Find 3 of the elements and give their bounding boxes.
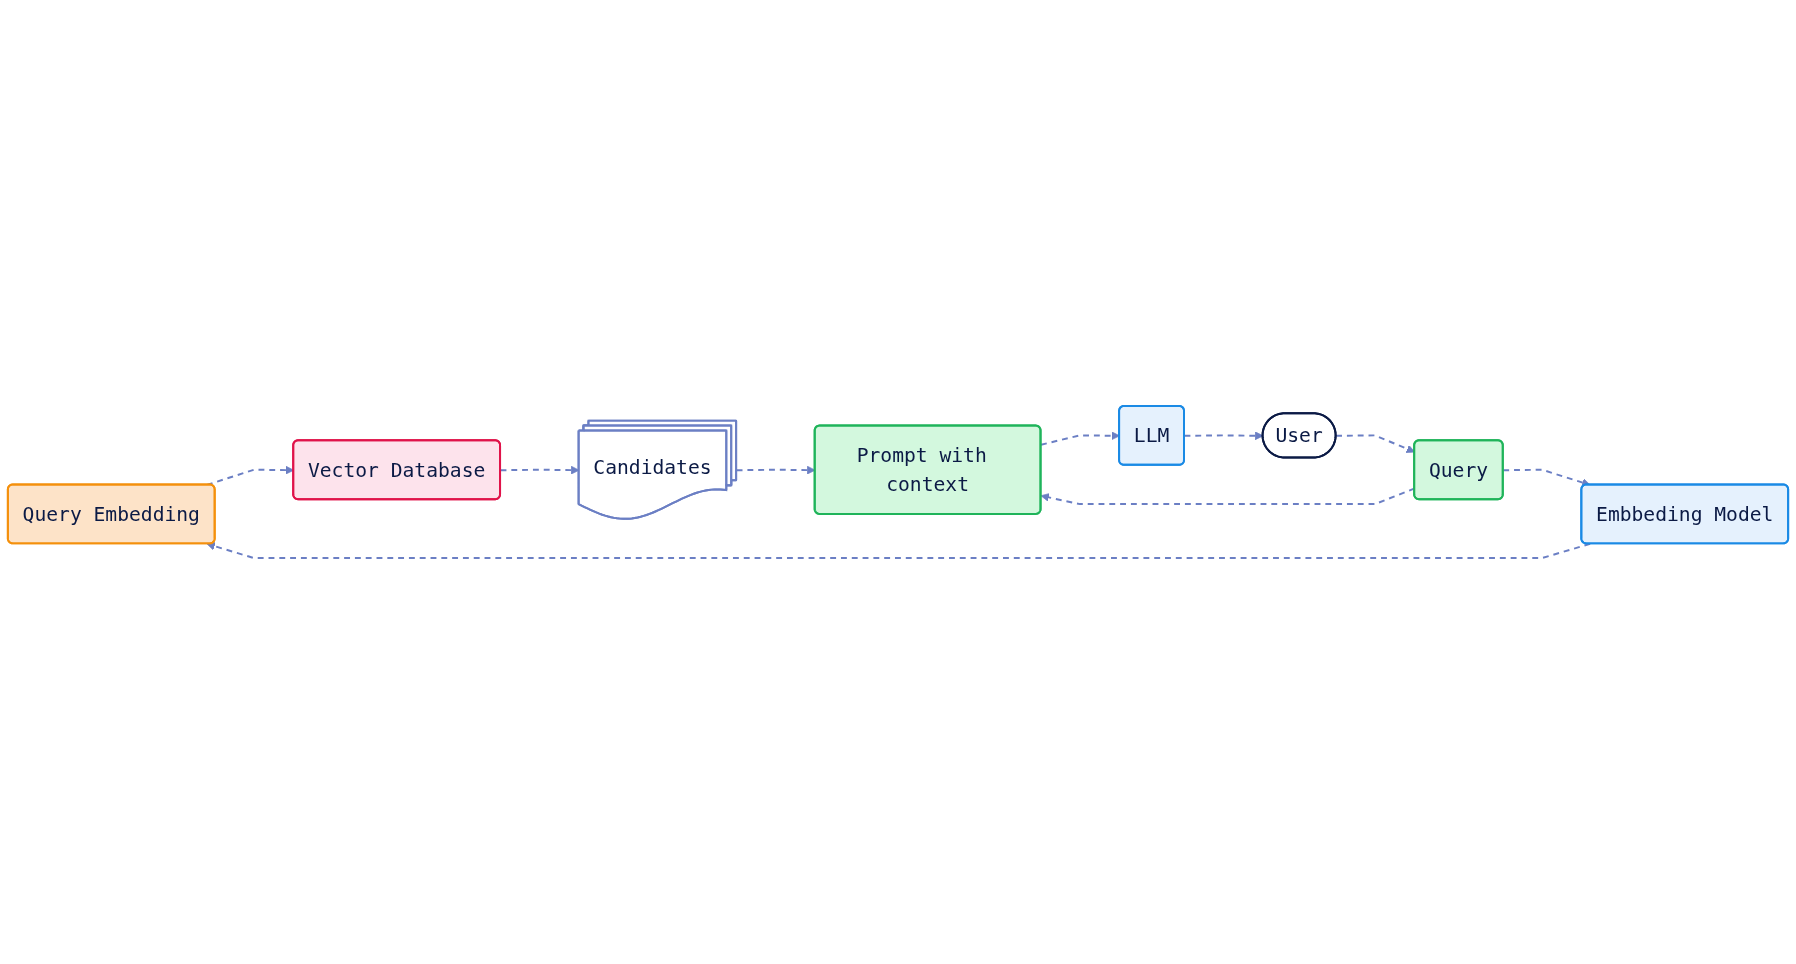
arrow bbox=[1502, 468, 1591, 487]
arrow bbox=[206, 542, 1592, 560]
arrow bbox=[1040, 431, 1120, 446]
